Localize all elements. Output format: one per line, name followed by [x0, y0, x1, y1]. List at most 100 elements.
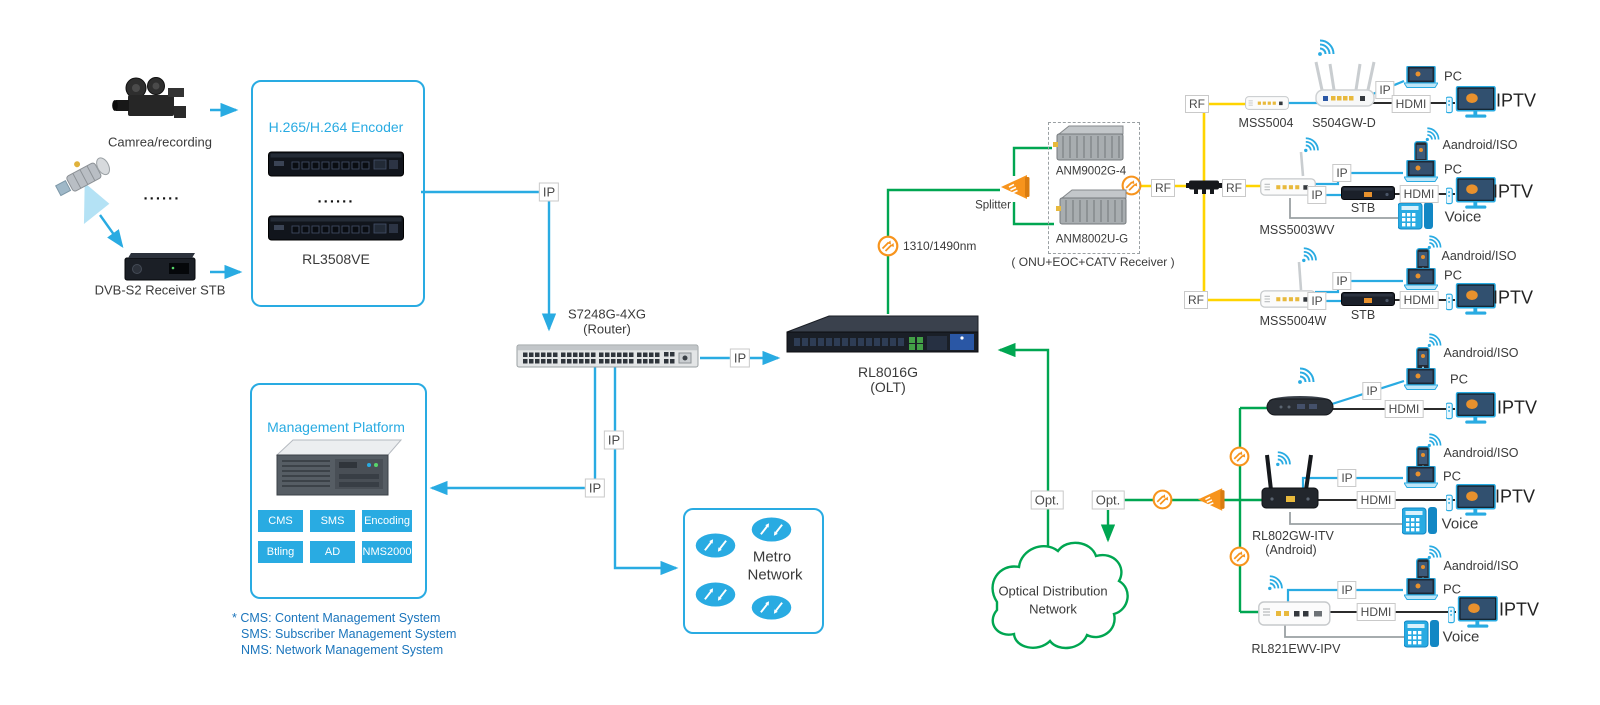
rf-label: RF [1222, 179, 1246, 197]
fiber-connector-icon [1229, 546, 1250, 567]
ip-label: IP [1332, 272, 1352, 290]
server-icon [275, 439, 403, 496]
rf-label: RF [1184, 291, 1208, 309]
wifi-icon [1426, 433, 1442, 448]
phone-icon [1416, 446, 1430, 470]
antenna [1297, 261, 1303, 291]
voice-phone-icon [1402, 506, 1438, 535]
phone-icon [1416, 558, 1430, 582]
rl802gw-os-label: (Android) [1265, 542, 1317, 557]
cloud-label-1: Optical Distribution [998, 583, 1108, 599]
olt-model-label: RL8016G [858, 363, 918, 380]
wifi-icon [1426, 333, 1442, 348]
voice-label: Voice [1444, 208, 1482, 226]
metro-label-2: Network [747, 566, 803, 584]
hdmi-label: HDMI [1399, 291, 1439, 309]
pc-icon [1404, 66, 1438, 89]
management-group-box [250, 383, 427, 599]
wavelength-label: 1310/1490nm [903, 239, 977, 253]
module-ad: AD [310, 541, 355, 563]
android-label: Aandroid/ISO [1441, 248, 1517, 263]
module-billing: Btling [258, 541, 303, 563]
hdmi-label: HDMI [1399, 185, 1439, 203]
ip-label: IP [538, 182, 560, 202]
android-label: Aandroid/ISO [1443, 445, 1519, 460]
mss5004-label: MSS5004 [1238, 115, 1294, 130]
stb-label: STB [1350, 307, 1376, 322]
wifi-icon [1426, 545, 1442, 560]
opt-label: Opt. [1091, 490, 1125, 510]
metro-label-1: Metro [752, 548, 792, 566]
splitter-icon [1000, 174, 1030, 200]
splitter-icon [1197, 487, 1225, 512]
module-sms: SMS [310, 510, 355, 532]
pc-label: PC [1443, 267, 1463, 283]
camera-label: Camrea/recording [107, 134, 213, 150]
encoder-model-label: RL3508VE [302, 250, 370, 267]
ip-label: IP [1307, 292, 1327, 310]
hdmi-label: HDMI [1356, 603, 1396, 621]
anm8002ug-label: ANM8002U-G [1055, 233, 1129, 246]
ip-label: IP [1307, 186, 1327, 204]
pc-icon [1404, 466, 1438, 489]
splitter-label: Splitter [975, 199, 1011, 212]
rl802gw-label: RL802GW-ITV [1252, 528, 1334, 543]
switch-icon [516, 344, 699, 368]
voice-phone-icon [1404, 619, 1440, 648]
module-cms: CMS [258, 510, 303, 532]
rl821ewv-label: RL821EWV-IPV [1251, 641, 1341, 656]
satellite-icon [55, 157, 111, 225]
olt-role-label: (OLT) [870, 378, 906, 395]
voice-label: Voice [1441, 515, 1479, 533]
ip-label: IP [584, 478, 606, 498]
switch-model-label: S7248G-4XG [567, 306, 647, 322]
iptv-label: IPTV [1496, 397, 1538, 418]
android-label: Aandroid/ISO [1443, 558, 1519, 573]
module-nms2000: NMS2000 [362, 541, 412, 563]
wifi-icon [1275, 451, 1291, 468]
ip-label: IP [1332, 164, 1352, 182]
iptv-label: IPTV [1492, 287, 1534, 308]
note-sms: SMS: Subscriber Management System [241, 627, 457, 641]
rl821ewv-icon [1258, 601, 1331, 626]
mss5004-icon [1245, 95, 1289, 111]
cloud-label-2: Network [1029, 601, 1077, 617]
iptv-label: IPTV [1492, 181, 1534, 202]
android-label: Aandroid/ISO [1443, 345, 1519, 360]
pc-label: PC [1443, 68, 1463, 84]
wifi-icon [1297, 367, 1315, 385]
rf-label: RF [1185, 95, 1209, 113]
black-gateway-icon [1266, 396, 1334, 416]
voice-label: Voice [1442, 628, 1480, 646]
iptv-label: IPTV [1498, 599, 1540, 620]
ip-label: IP [1362, 382, 1382, 400]
rf-label: RF [1151, 179, 1175, 197]
ip-label: IP [729, 348, 751, 368]
dots: ...... [143, 186, 181, 204]
encoder-group-box [251, 80, 425, 307]
fiber-connector-icon [1152, 489, 1173, 510]
pc-label: PC [1442, 581, 1462, 597]
pc-label: PC [1443, 161, 1463, 177]
voice-phone-icon [1398, 201, 1434, 230]
dvb-stb-label: DVB-S2 Receiver STB [94, 282, 226, 298]
ip-label: IP [1337, 581, 1357, 599]
hdmi-label: HDMI [1356, 491, 1396, 509]
wifi-icon [1303, 137, 1319, 154]
odn-cloud [991, 541, 1129, 650]
iptv-label: IPTV [1495, 90, 1537, 111]
dots: ...... [317, 189, 355, 207]
stb-icon [1341, 186, 1395, 200]
pc-icon [1404, 160, 1438, 183]
android-label: Aandroid/ISO [1442, 137, 1518, 152]
note-nms: NMS: Network Management System [241, 643, 444, 657]
pc-label: PC [1442, 468, 1462, 484]
wifi-icon [1317, 39, 1335, 57]
pc-label: PC [1449, 371, 1469, 387]
olt-icon [786, 315, 979, 353]
rf-links [1140, 102, 1262, 302]
s504gwd-label: S504GW-D [1312, 115, 1376, 130]
rf-tap-icon [1186, 180, 1222, 194]
management-title: Management Platform [267, 418, 405, 435]
mss5003wv-label: MSS5003WV [1259, 222, 1335, 237]
